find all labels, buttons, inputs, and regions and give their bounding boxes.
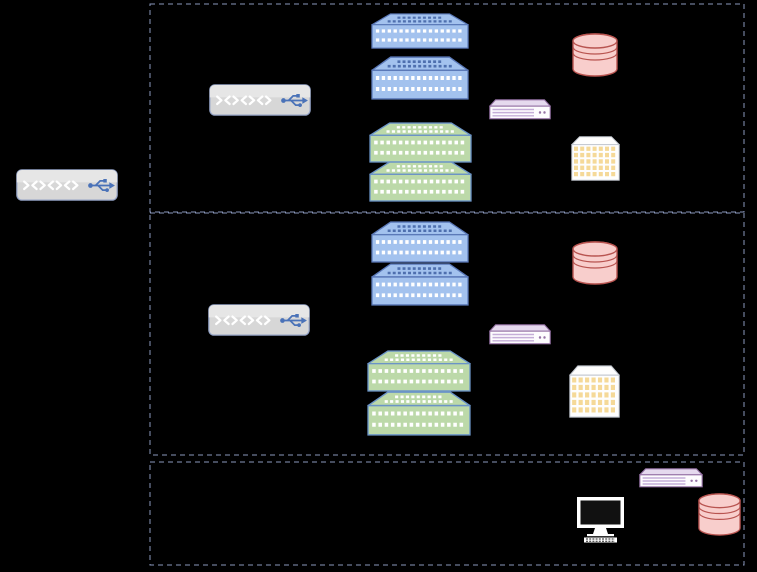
zone1-router-router-icon[interactable] [209,84,311,116]
zone2-switch-green-2-switch-icon[interactable] [368,392,470,435]
edge-router-router-icon[interactable] [16,169,118,201]
zone1-switch-green-2-switch-icon[interactable] [369,161,472,202]
zone1-database-database-icon[interactable] [572,33,618,77]
zone2-rack-server-rack-server-icon[interactable] [489,324,551,345]
zone3-workstation-monitor-icon[interactable] [576,496,625,543]
zone-3 [149,461,745,566]
zone1-storage-storage-icon[interactable] [572,137,619,180]
zone2-switch-blue-1-switch-icon[interactable] [371,221,469,263]
zone-2 [149,212,745,456]
zone2-storage-storage-icon[interactable] [570,366,619,417]
zone2-switch-blue-2-switch-icon[interactable] [371,263,469,306]
zone1-switch-blue-1-switch-icon[interactable] [371,13,469,49]
zone2-database-database-icon[interactable] [572,241,618,285]
nodes-layer [16,13,741,543]
zone3-rack-server-rack-server-icon[interactable] [639,468,703,488]
zone2-switch-green-1-switch-icon[interactable] [367,350,471,392]
zone3-database-database-icon[interactable] [698,493,741,536]
zone-1 [149,3,745,213]
zone1-switch-green-1-switch-icon[interactable] [369,122,472,163]
zone2-router-router-icon[interactable] [208,304,310,336]
zones-layer [149,3,745,566]
zone1-rack-server-rack-server-icon[interactable] [489,99,551,120]
zone1-switch-blue-2-switch-icon[interactable] [371,56,469,100]
